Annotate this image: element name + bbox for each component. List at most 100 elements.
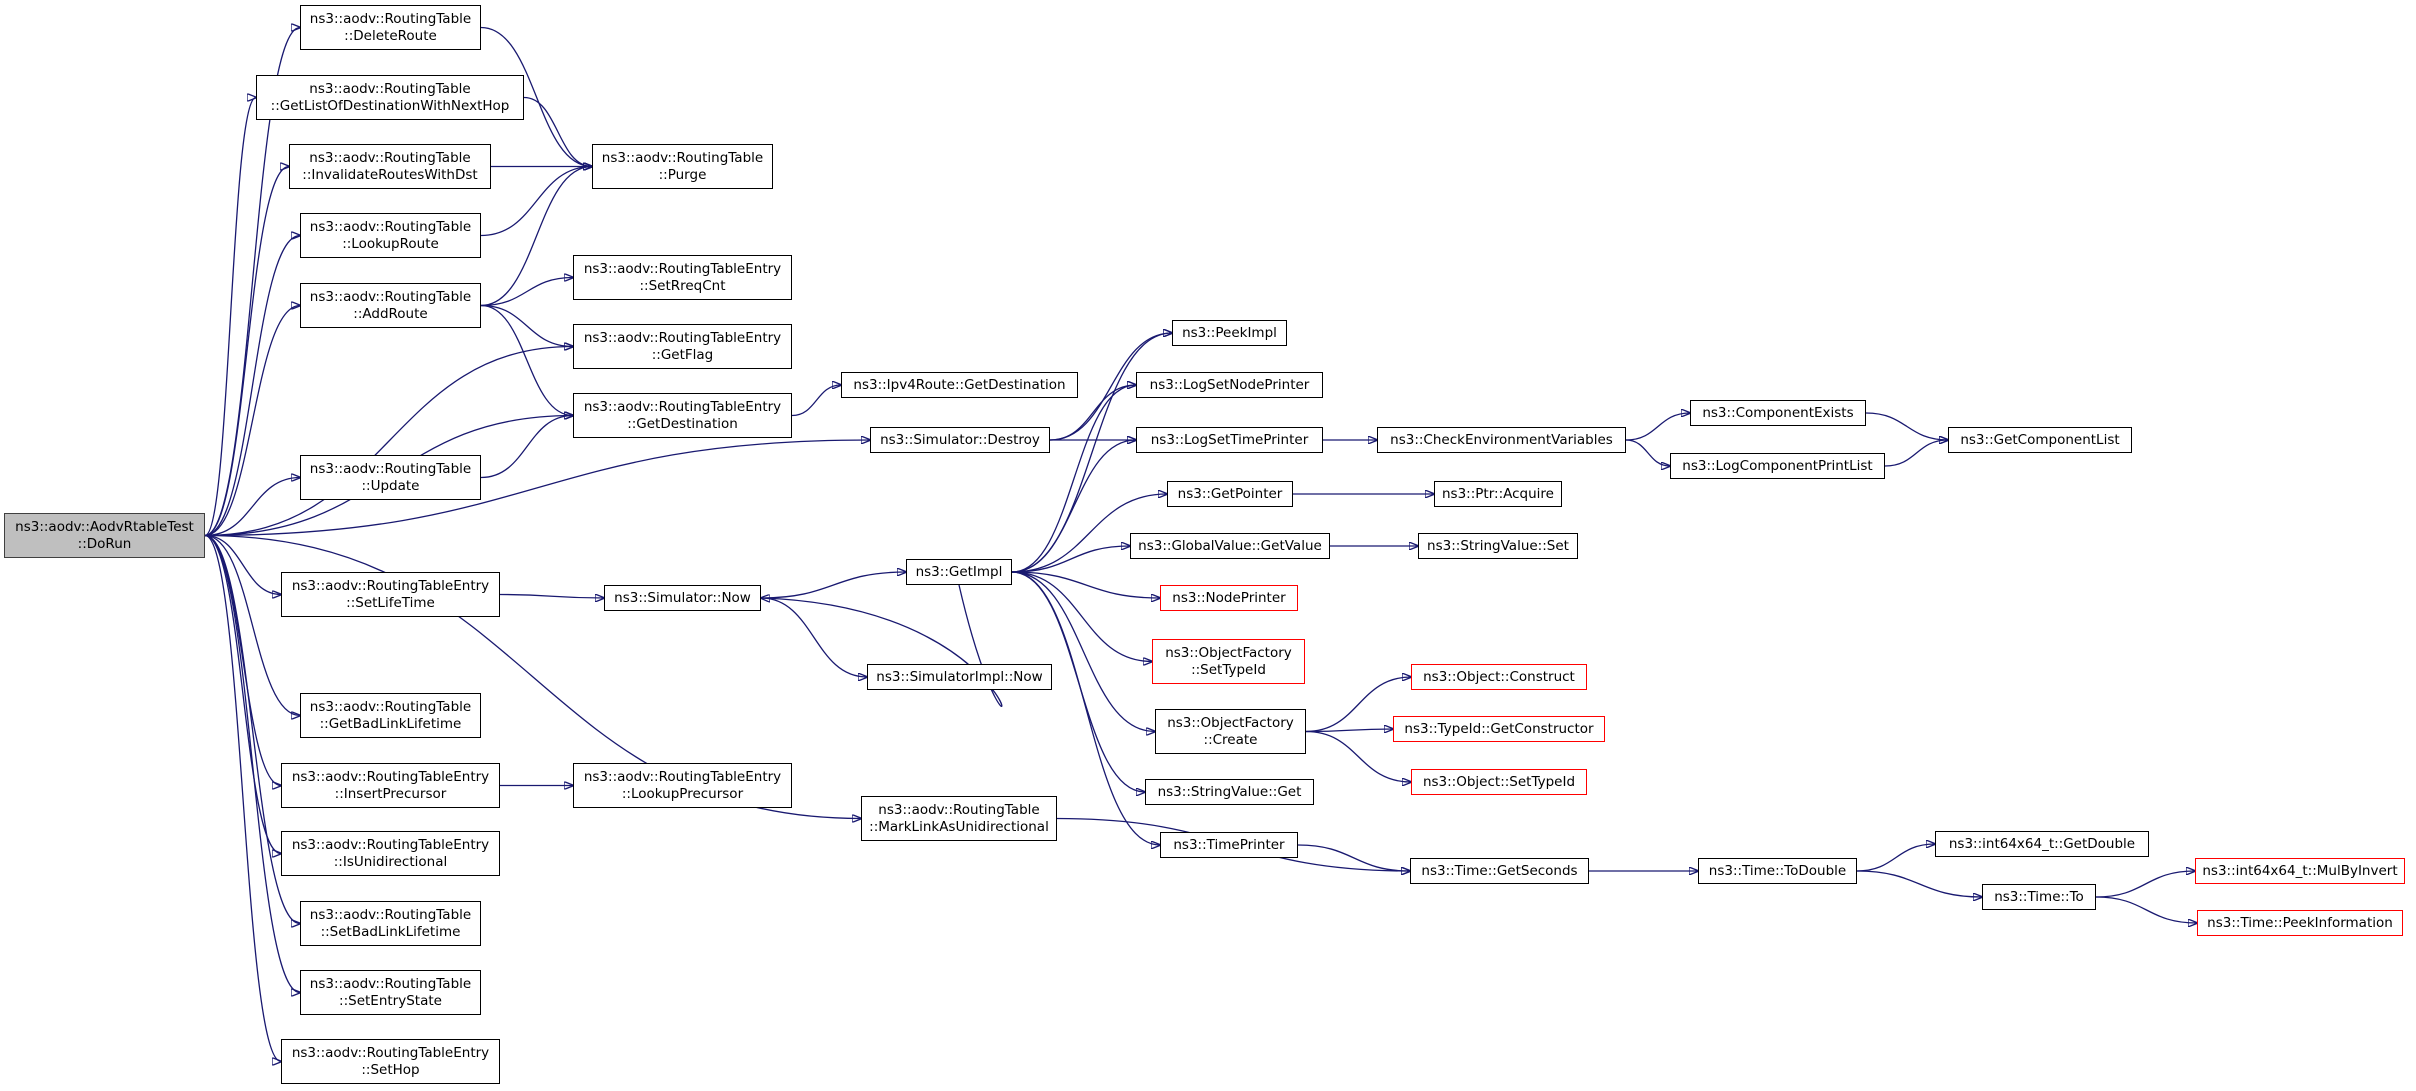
node-timeTo[interactable]: ns3::Time::To xyxy=(1982,884,2096,910)
node-label-line: ns3::aodv::RoutingTableEntry xyxy=(291,836,490,853)
node-label-line: ns3::Time::GetSeconds xyxy=(1421,862,1578,879)
node-label-line: ::DeleteRoute xyxy=(344,27,437,44)
edge-timePrinter-to-timeGetSec xyxy=(1297,844,1410,871)
edge-root-to-getListDest xyxy=(204,98,256,537)
node-getListDest[interactable]: ns3::aodv::RoutingTable::GetListOfDestin… xyxy=(256,75,524,120)
edge-getImpl-to-nodePrinter xyxy=(1011,571,1160,598)
node-insertPrec[interactable]: ns3::aodv::RoutingTableEntry::InsertPrec… xyxy=(281,763,500,808)
node-objSetTypeId[interactable]: ns3::Object::SetTypeId xyxy=(1411,769,1587,795)
node-label-line: ns3::aodv::RoutingTableEntry xyxy=(583,398,782,415)
edge-root-to-invalidate xyxy=(204,167,289,537)
node-label-line: ::SetLifeTime xyxy=(346,594,435,611)
edge-root-to-addRoute xyxy=(204,306,300,537)
node-label-line: ns3::GlobalValue::GetValue xyxy=(1138,537,1322,554)
node-label-line: ns3::aodv::RoutingTable xyxy=(878,801,1040,818)
edge-timeToDouble-to-timeTo xyxy=(1856,870,1982,897)
node-root[interactable]: ns3::aodv::AodvRtableTest::DoRun xyxy=(4,513,205,558)
node-timeGetSec[interactable]: ns3::Time::GetSeconds xyxy=(1410,858,1589,884)
node-label-line: ns3::aodv::AodvRtableTest xyxy=(15,518,194,535)
edge-root-to-getBadLink xyxy=(204,534,300,716)
node-label-line: ::AddRoute xyxy=(353,305,428,322)
node-label-line: ns3::aodv::RoutingTable xyxy=(309,906,472,923)
node-label-line: ns3::aodv::RoutingTableEntry xyxy=(583,260,782,277)
node-label-line: ::SetTypeId xyxy=(1191,661,1266,678)
node-simDestroy[interactable]: ns3::Simulator::Destroy xyxy=(870,427,1050,453)
node-nodePrinter[interactable]: ns3::NodePrinter xyxy=(1160,585,1298,611)
node-label-line: ::SetRreqCnt xyxy=(639,277,726,294)
node-label-line: ns3::ObjectFactory xyxy=(1167,714,1294,731)
edge-lookupRoute-to-purge xyxy=(480,167,592,237)
node-logTimePrinter[interactable]: ns3::LogSetTimePrinter xyxy=(1136,427,1323,453)
node-typeIdCtor[interactable]: ns3::TypeId::GetConstructor xyxy=(1393,716,1605,742)
node-label-line: ns3::LogSetTimePrinter xyxy=(1150,431,1309,448)
node-setEntryState[interactable]: ns3::aodv::RoutingTable::SetEntryState xyxy=(300,970,481,1015)
edge-getImpl-to-logNodePrinter xyxy=(1011,385,1136,573)
node-update[interactable]: ns3::aodv::RoutingTable::Update xyxy=(300,455,481,500)
node-setRreq[interactable]: ns3::aodv::RoutingTableEntry::SetRreqCnt xyxy=(573,255,792,300)
edge-getDest-to-ipv4Dest xyxy=(791,385,841,417)
node-setBadLink[interactable]: ns3::aodv::RoutingTable::SetBadLinkLifet… xyxy=(300,901,481,946)
edge-root-to-setLifeTime xyxy=(204,534,281,595)
node-checkEnv[interactable]: ns3::CheckEnvironmentVariables xyxy=(1377,427,1626,453)
edge-getListDest-to-purge xyxy=(523,96,592,167)
node-peekImpl[interactable]: ns3::PeekImpl xyxy=(1172,320,1287,346)
node-lookupPrec[interactable]: ns3::aodv::RoutingTableEntry::LookupPrec… xyxy=(573,763,792,808)
node-getFlag[interactable]: ns3::aodv::RoutingTableEntry::GetFlag xyxy=(573,324,792,369)
edge-root-to-simDestroy xyxy=(204,440,870,537)
node-setHop[interactable]: ns3::aodv::RoutingTableEntry::SetHop xyxy=(281,1039,500,1084)
node-label-line: ns3::aodv::RoutingTable xyxy=(309,218,472,235)
node-getCompList[interactable]: ns3::GetComponentList xyxy=(1948,427,2132,453)
node-isUnidir[interactable]: ns3::aodv::RoutingTableEntry::IsUnidirec… xyxy=(281,831,500,876)
node-logCompPrint[interactable]: ns3::LogComponentPrintList xyxy=(1670,453,1885,479)
node-getDest[interactable]: ns3::aodv::RoutingTableEntry::GetDestina… xyxy=(573,393,792,438)
node-addRoute[interactable]: ns3::aodv::RoutingTable::AddRoute xyxy=(300,283,481,328)
node-logNodePrinter[interactable]: ns3::LogSetNodePrinter xyxy=(1136,372,1323,398)
edge-checkEnv-to-compExists xyxy=(1625,413,1690,441)
node-int64Mul[interactable]: ns3::int64x64_t::MulByInvert xyxy=(2195,858,2405,884)
edge-getImpl-to-logTimePrinter xyxy=(1011,440,1136,573)
node-getImpl[interactable]: ns3::GetImpl xyxy=(906,559,1012,585)
node-compExists[interactable]: ns3::ComponentExists xyxy=(1690,400,1866,426)
node-simNow[interactable]: ns3::Simulator::Now xyxy=(604,585,761,611)
edge-update-to-getDest xyxy=(480,416,573,479)
node-ofCreate[interactable]: ns3::ObjectFactory::Create xyxy=(1155,709,1306,754)
node-getBadLink[interactable]: ns3::aodv::RoutingTable::GetBadLinkLifet… xyxy=(300,693,481,738)
node-ipv4Dest[interactable]: ns3::Ipv4Route::GetDestination xyxy=(841,372,1078,398)
node-label-line: ::LookupRoute xyxy=(342,235,439,252)
node-getPointer[interactable]: ns3::GetPointer xyxy=(1167,481,1293,507)
node-invalidate[interactable]: ns3::aodv::RoutingTable::InvalidateRoute… xyxy=(289,144,491,189)
edge-setLifeTime-to-simNow xyxy=(499,593,604,599)
node-ptrAcquire[interactable]: ns3::Ptr::Acquire xyxy=(1434,481,1562,507)
edge-root-to-update xyxy=(204,478,300,537)
node-simImplNow[interactable]: ns3::SimulatorImpl::Now xyxy=(867,664,1052,690)
node-ofSetTypeId[interactable]: ns3::ObjectFactory::SetTypeId xyxy=(1152,639,1305,684)
node-label-line: ns3::Simulator::Now xyxy=(614,589,751,606)
edge-addRoute-to-setRreq xyxy=(480,278,573,307)
node-timeToDouble[interactable]: ns3::Time::ToDouble xyxy=(1698,858,1857,884)
node-label-line: ns3::aodv::RoutingTable xyxy=(309,698,472,715)
node-label-line: ::SetBadLinkLifetime xyxy=(320,923,461,940)
edge-root-to-getFlag xyxy=(204,347,573,537)
node-label-line: ::GetFlag xyxy=(651,346,714,363)
node-deleteRoute[interactable]: ns3::aodv::RoutingTable::DeleteRoute xyxy=(300,5,481,50)
edge-logCompPrint-to-getCompList xyxy=(1884,440,1948,467)
edge-root-to-setEntryState xyxy=(204,534,300,993)
node-setLifeTime[interactable]: ns3::aodv::RoutingTableEntry::SetLifeTim… xyxy=(281,572,500,617)
node-globalGet[interactable]: ns3::GlobalValue::GetValue xyxy=(1130,533,1330,559)
edge-deleteRoute-to-purge xyxy=(480,26,592,167)
node-int64GetDouble[interactable]: ns3::int64x64_t::GetDouble xyxy=(1935,831,2149,857)
node-markLink[interactable]: ns3::aodv::RoutingTable::MarkLinkAsUnidi… xyxy=(861,796,1057,841)
node-lookupRoute[interactable]: ns3::aodv::RoutingTable::LookupRoute xyxy=(300,213,481,258)
node-timePeek[interactable]: ns3::Time::PeekInformation xyxy=(2197,910,2403,936)
node-purge[interactable]: ns3::aodv::RoutingTable::Purge xyxy=(592,144,773,189)
node-strValGet[interactable]: ns3::StringValue::Get xyxy=(1145,779,1314,805)
edge-timeTo-to-timePeek xyxy=(2095,896,2197,923)
edge-getImpl-to-ofCreate xyxy=(1011,571,1155,732)
node-label-line: ns3::CheckEnvironmentVariables xyxy=(1390,431,1613,448)
edge-compExists-to-getCompList xyxy=(1865,412,1948,440)
node-timePrinter[interactable]: ns3::TimePrinter xyxy=(1160,832,1298,858)
node-objConstruct[interactable]: ns3::Object::Construct xyxy=(1411,664,1587,690)
node-strValSet[interactable]: ns3::StringValue::Set xyxy=(1418,533,1578,559)
